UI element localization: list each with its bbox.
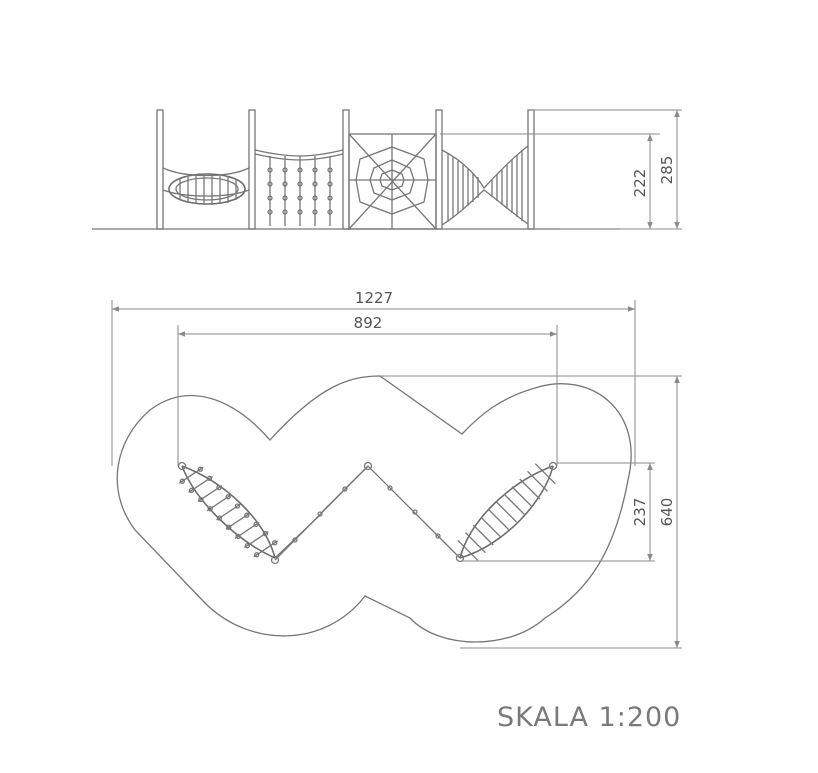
scale-label: SKALA 1:200 <box>497 702 682 733</box>
safety-zone-outline <box>116 375 632 643</box>
side-elevation: 222 285 <box>92 109 682 230</box>
plan-net-lens <box>457 463 556 561</box>
dim-plan-inner-width: 237 <box>631 498 649 527</box>
rope-ladder-elevation <box>441 145 529 226</box>
plan-ladder-bridge <box>178 465 279 559</box>
dim-side-inner: 222 <box>631 169 649 198</box>
post-2 <box>248 109 256 230</box>
plan-structure <box>177 461 558 565</box>
post-1 <box>156 109 164 230</box>
post-5 <box>527 109 535 230</box>
hammock-bridge-elevation <box>162 167 250 205</box>
plan-view: 1227 892 237 640 <box>111 289 682 649</box>
width-dimensions: 237 640 <box>380 375 682 649</box>
spider-web-elevation <box>348 133 437 230</box>
post-3 <box>342 109 350 230</box>
post-4 <box>435 109 443 230</box>
dim-side-total: 285 <box>658 156 676 185</box>
length-dimensions: 1227 892 <box>111 289 636 466</box>
dim-plan-total-width: 640 <box>658 498 676 527</box>
dim-plan-total-length: 1227 <box>355 289 393 307</box>
posts <box>156 109 535 230</box>
height-dimensions: 222 285 <box>440 109 682 230</box>
dim-plan-inner-length: 892 <box>354 314 383 332</box>
net-wall-elevation <box>254 149 344 226</box>
